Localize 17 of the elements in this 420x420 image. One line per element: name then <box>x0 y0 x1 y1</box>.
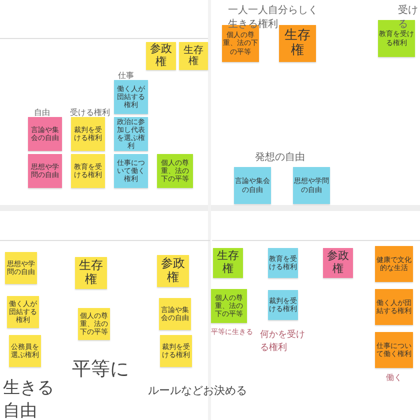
sticky-note: 生存権 <box>279 25 316 62</box>
sticky-note: 生存権 <box>213 248 243 278</box>
handwritten-note: 自由 <box>34 107 50 118</box>
sticky-note: 生存権 <box>179 42 208 70</box>
handwritten-note: 生きる自由 <box>3 377 55 420</box>
handwritten-note: ルールなどお決める <box>148 383 247 398</box>
handwritten-note: 受ける権利 <box>70 107 110 118</box>
handwritten-note: 受ける <box>398 4 419 30</box>
handwritten-note: 発想の自由 <box>255 150 305 164</box>
handwritten-note: 平等に <box>72 357 129 382</box>
sticky-note: 参政権 <box>146 42 176 70</box>
handwritten-note: 何かを受ける権利 <box>260 328 305 354</box>
handwritten-note: 働く <box>386 372 402 383</box>
sticky-note: 参政権 <box>323 248 353 278</box>
sticky-note: 参政権 <box>157 255 189 287</box>
sticky-note: 生存権 <box>75 257 107 289</box>
handwritten-note: 仕事 <box>118 70 134 81</box>
